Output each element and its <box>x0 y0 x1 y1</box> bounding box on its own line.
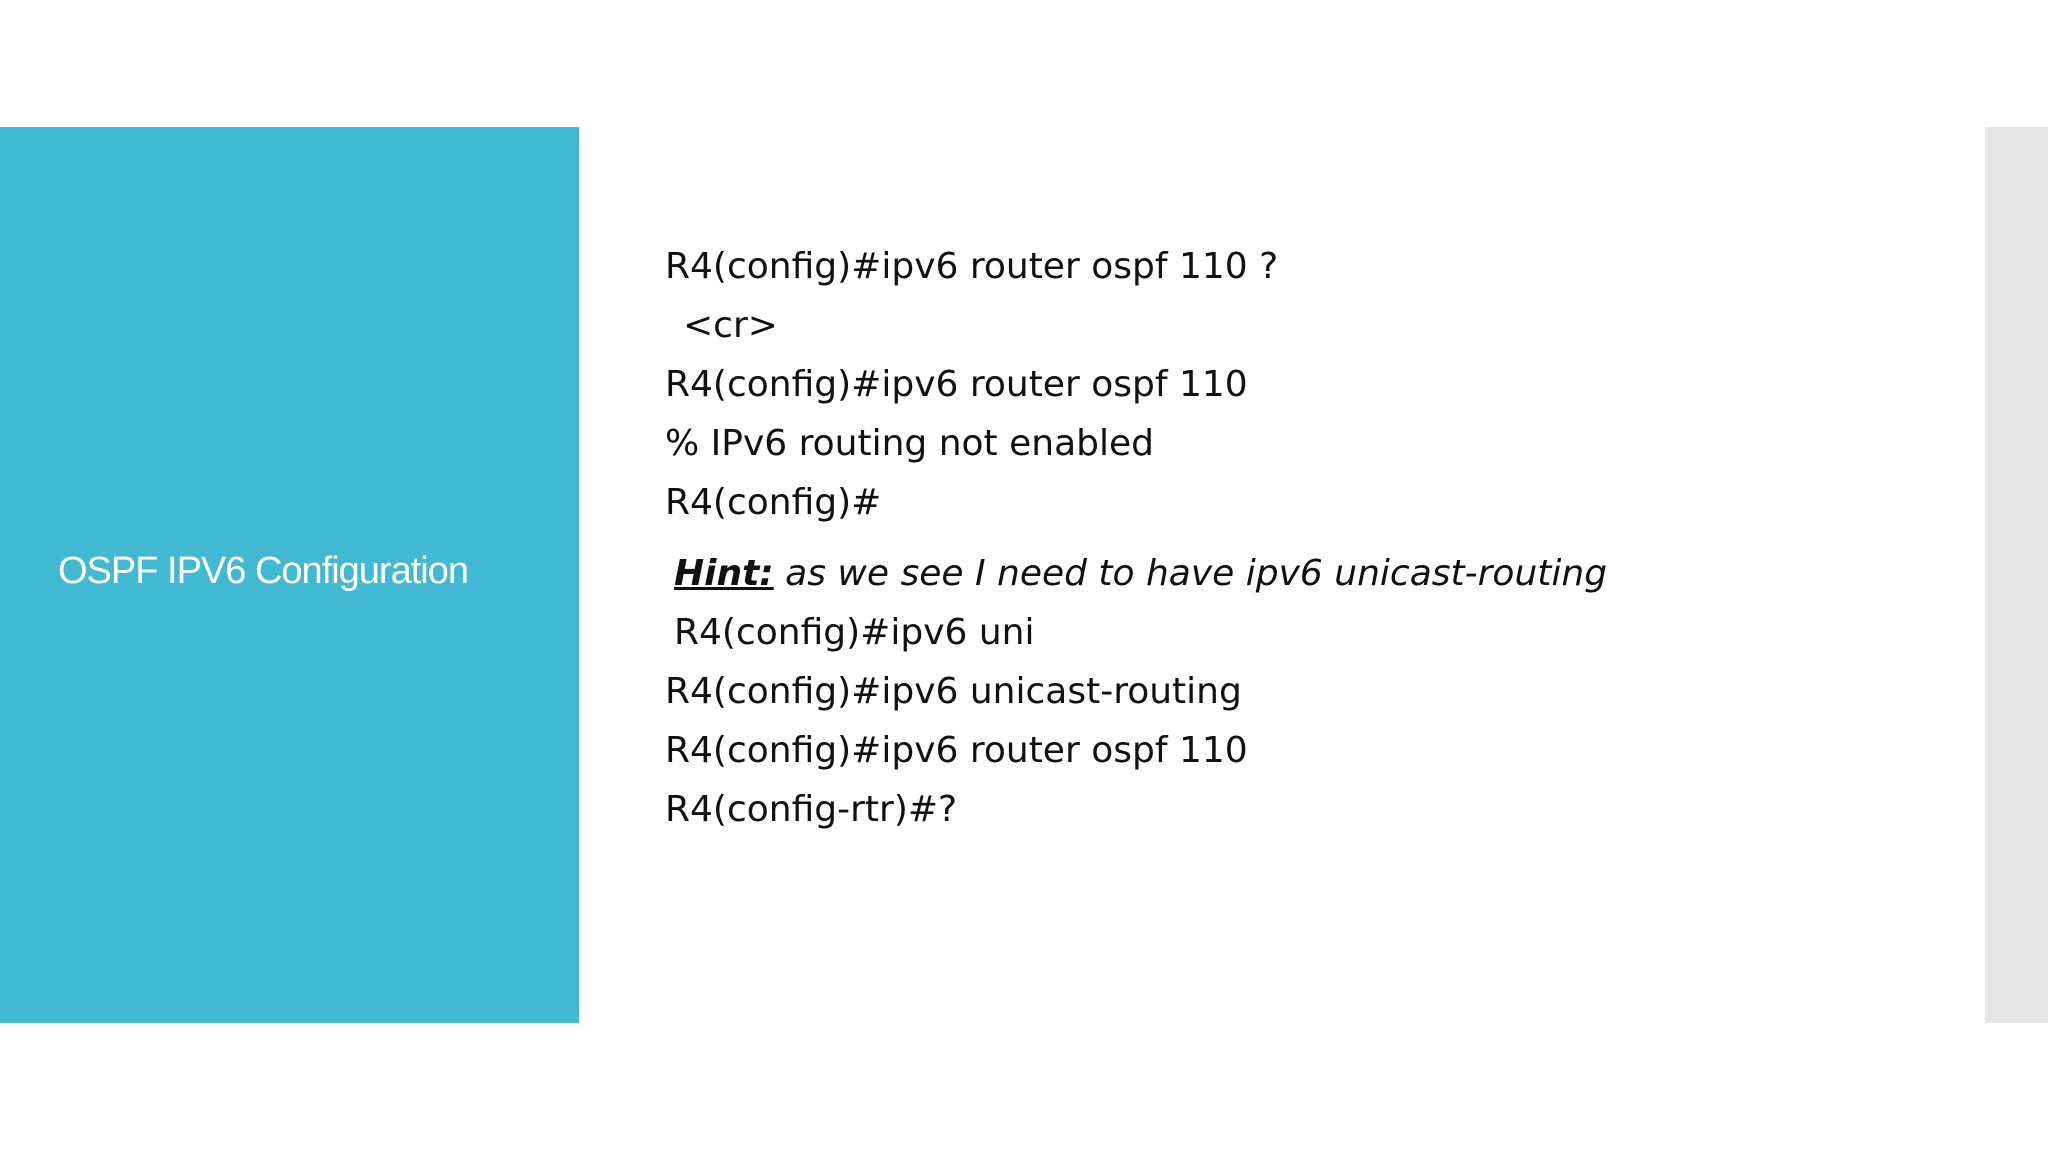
hint-text: as we see I need to have ipv6 unicast-ro… <box>773 553 1608 594</box>
cli-line: R4(config)# <box>665 482 882 523</box>
content-body: R4(config)#ipv6 router ospf 110 ? <cr> R… <box>665 237 1607 839</box>
cli-line: R4(config)#ipv6 router ospf 110 <box>665 364 1248 405</box>
cli-line: R4(config)#ipv6 uni <box>674 612 1035 653</box>
side-panel <box>0 127 579 1023</box>
hint-label: Hint: <box>674 553 774 594</box>
cli-line: R4(config)#ipv6 unicast-routing <box>665 671 1242 712</box>
hint-line: Hint: as we see I need to have ipv6 unic… <box>665 544 1607 603</box>
cli-line: % IPv6 routing not enabled <box>665 423 1154 464</box>
cli-line: R4(config)#ipv6 router ospf 110 ? <box>665 246 1279 287</box>
cli-line: <cr> <box>683 305 778 346</box>
slide-title: OSPF IPV6 Configuration <box>58 550 469 592</box>
cli-line: R4(config)#ipv6 router ospf 110 <box>665 730 1248 771</box>
right-strip <box>1985 127 2048 1023</box>
cli-line: R4(config-rtr)#? <box>665 789 958 830</box>
